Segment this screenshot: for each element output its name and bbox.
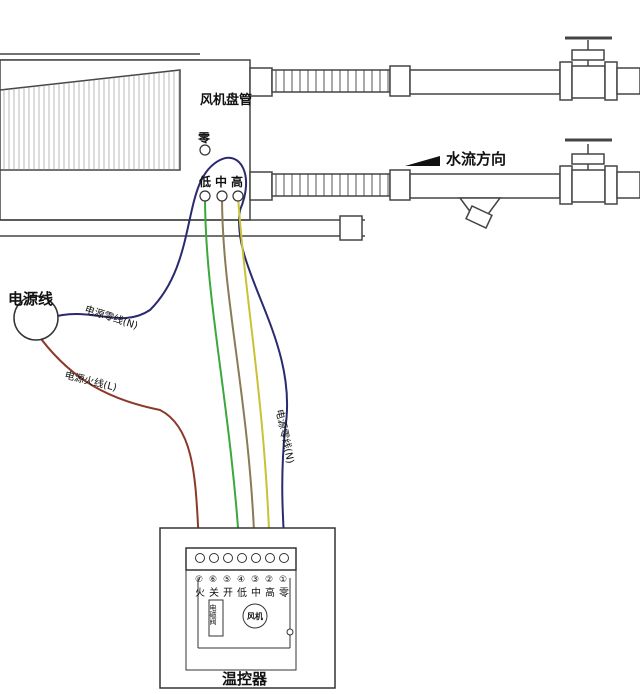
thermostat-title: 温控器: [222, 670, 268, 688]
terminal-label-high: 高: [265, 586, 275, 599]
terminal-number-4: ④: [237, 575, 245, 585]
terminal-number-6: ⑥: [209, 575, 217, 585]
live-wire: [35, 331, 201, 556]
fan-label: 风机: [247, 611, 263, 621]
wires: [35, 157, 288, 556]
fan-coil-label: 风机盘管: [200, 92, 252, 108]
neutral-terminal-label: 零: [197, 131, 211, 145]
power-source-icon: [13, 295, 59, 341]
thermostat-terminal-labels: 火 关 开 低 中 高 零: [195, 586, 289, 599]
terminal-number-7: ⑦: [195, 575, 203, 585]
fan-coil-unit: [0, 53, 365, 241]
low-terminal-label: 低: [198, 174, 211, 189]
valve-label: 电磁阀: [209, 603, 217, 626]
fan-coil-terminals: [199, 144, 244, 202]
high-speed-wire: [237, 195, 271, 556]
terminal-number-5: ⑤: [223, 575, 231, 585]
low-speed-wire: [204, 195, 241, 556]
flow-arrow-icon: [405, 156, 440, 166]
terminal-label-open: 开: [223, 588, 233, 599]
live-wire-label: 电源火线(L): [63, 368, 118, 394]
terminal-label-low: 低: [237, 586, 247, 599]
terminal-number-2: ②: [265, 575, 273, 585]
thermostat-box: [159, 527, 336, 689]
terminal-label-mid: 中: [251, 586, 261, 599]
terminal-label-close: 关: [209, 586, 219, 599]
supply-pipe: [249, 36, 640, 101]
return-pipe: [249, 138, 640, 229]
terminal-number-1: ①: [279, 575, 287, 585]
terminal-label-live: 火: [195, 587, 205, 599]
mid-terminal-label: 中: [215, 174, 227, 189]
thermostat-terminals: [195, 553, 289, 563]
high-terminal-label: 高: [231, 174, 243, 189]
thermostat-terminal-numbers: ⑦ ⑥ ⑤ ④ ③ ② ①: [195, 575, 287, 585]
thermostat-neutral-label: 电源零线(N): [273, 408, 297, 465]
mid-speed-wire: [221, 195, 256, 556]
power-line-label: 电源线: [8, 290, 53, 308]
flow-direction-label: 水流方向: [446, 150, 506, 168]
neutral-wire-source: [49, 157, 288, 556]
terminal-label-neutral: 零: [279, 587, 289, 599]
terminal-number-3: ③: [251, 575, 259, 585]
coil-fins: /* placeholder */: [3, 70, 180, 170]
